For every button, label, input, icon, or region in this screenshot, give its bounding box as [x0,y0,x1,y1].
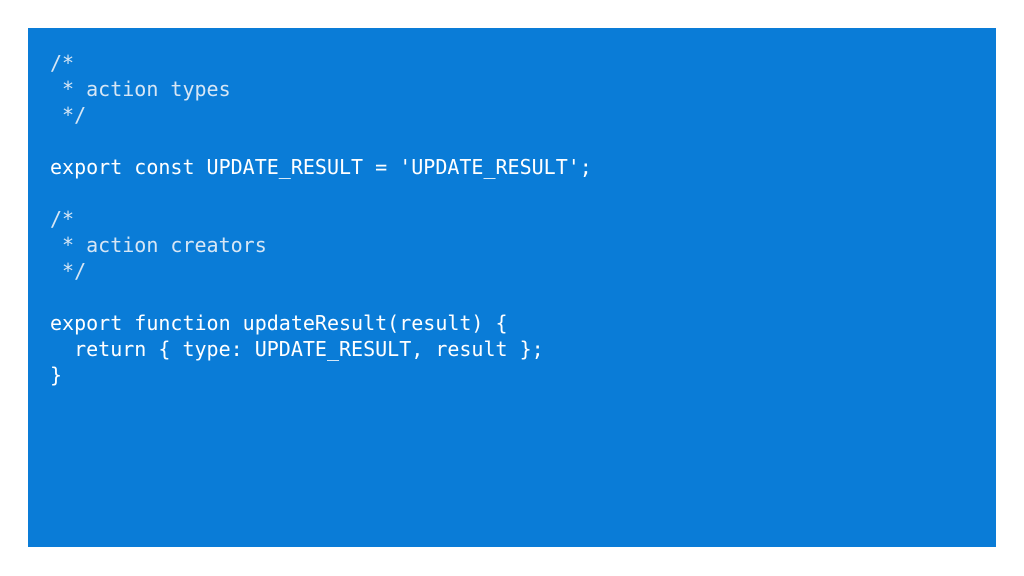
code-block: /* * action types */ export const UPDATE_… [50,50,592,388]
code-line-comment-action-creators: * action creators [50,233,267,257]
code-line-comment-close-2: */ [50,259,87,283]
code-line-export-const: export const UPDATE_RESULT = 'UPDATE_RES… [50,155,592,179]
code-slide-panel: /* * action types */ export const UPDATE_… [28,28,996,547]
code-line-comment-open-2: /* [50,207,75,231]
code-line-comment-action-types: * action types [50,77,231,101]
code-line-export-function: export function updateResult(result) { [50,311,508,335]
code-line-closing-brace: } [50,363,63,387]
code-line-blank-2 [50,180,592,206]
code-line-comment-close-1: */ [50,103,87,127]
code-line-blank-3 [50,284,592,310]
code-line-blank-1 [50,128,592,154]
code-line-return-statement: return { type: UPDATE_RESULT, result }; [50,337,544,361]
code-line-comment-open-1: /* [50,51,75,75]
